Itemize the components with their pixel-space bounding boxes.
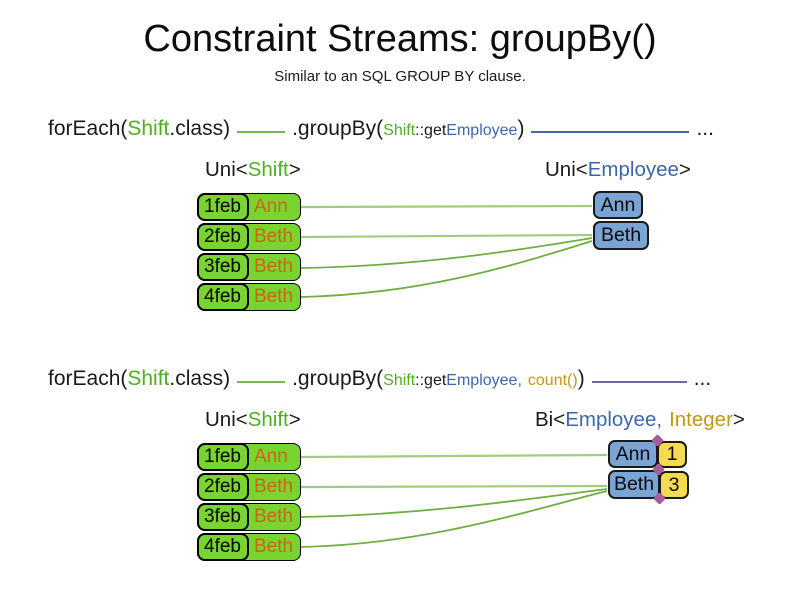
shift-table-2: 1feb Ann 2feb Beth 3feb Beth 4feb Beth <box>196 442 301 563</box>
shift-employee-cell: Beth <box>254 285 294 307</box>
shift-row: 2feb Beth <box>196 222 301 251</box>
shift-date-cell: 3feb <box>196 502 249 531</box>
code2-ref-class-token: Shift <box>383 372 416 389</box>
shift-date-cell: 1feb <box>196 192 249 221</box>
shift-employee-cell: Beth <box>254 255 294 277</box>
code2-count-token: count() <box>527 372 578 389</box>
label-type-employee: Employee <box>565 408 657 431</box>
connector-d2-row3-beth <box>300 488 608 518</box>
shift-date-cell: 4feb <box>196 532 249 561</box>
code2-comma-token: , <box>517 372 522 389</box>
label-type-shift: Shift <box>247 158 289 181</box>
pair-employee-box-beth: Beth <box>608 470 660 499</box>
label-prefix: Uni< <box>205 158 248 181</box>
shift-date-cell: 3feb <box>196 252 249 281</box>
connector-d1-row2-beth <box>300 233 593 239</box>
code2-ref-method-token: ::get <box>415 372 447 389</box>
shift-date-cell: 4feb <box>196 282 249 311</box>
page-subtitle: Similar to an SQL GROUP BY clause. <box>274 68 526 85</box>
code1-shift-class-token: Shift <box>127 117 170 140</box>
employee-box-beth: Beth <box>593 221 649 250</box>
label-suffix: > <box>732 408 745 431</box>
shift-row: 1feb Ann <box>196 192 301 221</box>
label-suffix: > <box>288 408 301 431</box>
shift-row: 1feb Ann <box>196 442 301 471</box>
label-type-integer: Integer <box>669 408 733 431</box>
shift-date-cell: 2feb <box>196 472 249 501</box>
shift-employee-cell: Ann <box>254 445 288 467</box>
connector-d2-row4-beth <box>300 490 608 548</box>
code-line-1: forEach( Shift .class) .groupBy( Shift :… <box>48 117 714 147</box>
uni-shift-label-2: Uni< Shift > <box>205 408 301 432</box>
uni-shift-label-1: Uni< Shift > <box>205 158 301 182</box>
code1-ellipsis: ... <box>696 117 714 140</box>
shift-row: 4feb Beth <box>196 532 301 561</box>
shift-employee-cell: Beth <box>254 225 294 247</box>
uni-employee-label: Uni< Employee > <box>545 158 691 182</box>
shift-table-1: 1feb Ann 2feb Beth 3feb Beth 4feb Beth <box>196 192 301 313</box>
stream-line-purple <box>591 381 687 383</box>
shift-row: 3feb Beth <box>196 252 301 281</box>
pair-count-box-3: 3 <box>659 471 689 499</box>
code-line-2: forEach( Shift .class) .groupBy( Shift :… <box>48 367 711 397</box>
code2-foreach-token: forEach( <box>48 367 128 390</box>
code1-ref-prop-token: Employee <box>446 122 518 139</box>
page-title: Constraint Streams: groupBy() <box>143 18 657 60</box>
connector-d1-row4-beth <box>300 240 593 298</box>
employee-box-ann: Ann <box>593 191 643 219</box>
label-prefix: Uni< <box>545 158 588 181</box>
code1-class-suffix-token: .class) <box>169 117 231 140</box>
code1-close-paren-token: ) <box>517 117 525 140</box>
shift-row: 3feb Beth <box>196 502 301 531</box>
label-type-employee: Employee <box>587 158 679 181</box>
shift-date-cell: 1feb <box>196 442 249 471</box>
label-suffix: > <box>288 158 301 181</box>
stream-line-blue <box>531 131 690 133</box>
code1-ref-class-token: Shift <box>383 122 416 139</box>
code2-ellipsis: ... <box>693 367 712 390</box>
code1-groupby-token: .groupBy( <box>292 117 384 140</box>
shift-row: 4feb Beth <box>196 282 301 311</box>
connector-d2-row2-beth <box>300 484 608 489</box>
code2-ref-prop-token: Employee <box>446 372 518 389</box>
stream-line-green <box>237 131 286 133</box>
label-prefix: Bi< <box>535 408 566 431</box>
code1-ref-method-token: ::get <box>415 122 447 139</box>
label-type-shift: Shift <box>247 408 289 431</box>
code2-class-suffix-token: .class) <box>169 367 231 390</box>
connector-d2-row1-ann <box>300 453 608 459</box>
code2-groupby-token: .groupBy( <box>292 367 384 390</box>
code1-foreach-token: forEach( <box>48 117 128 140</box>
connector-d1-row3-beth <box>300 237 593 269</box>
code2-shift-class-token: Shift <box>127 367 170 390</box>
label-prefix: Uni< <box>205 408 248 431</box>
pair-employee-box-ann: Ann <box>608 440 658 468</box>
shift-employee-cell: Ann <box>254 195 288 217</box>
bi-employee-integer-label: Bi< Employee , Integer > <box>535 408 745 432</box>
label-suffix: > <box>678 158 691 181</box>
label-comma: , <box>656 408 663 431</box>
shift-date-cell: 2feb <box>196 222 249 251</box>
shift-row: 2feb Beth <box>196 472 301 501</box>
shift-employee-cell: Beth <box>254 535 294 557</box>
pair-count-box-1: 1 <box>657 441 687 468</box>
shift-employee-cell: Beth <box>254 505 294 527</box>
shift-employee-cell: Beth <box>254 475 294 497</box>
connector-d1-row1-ann <box>300 204 593 209</box>
stream-line-green <box>237 381 286 383</box>
code2-close-paren-token: ) <box>577 367 585 390</box>
